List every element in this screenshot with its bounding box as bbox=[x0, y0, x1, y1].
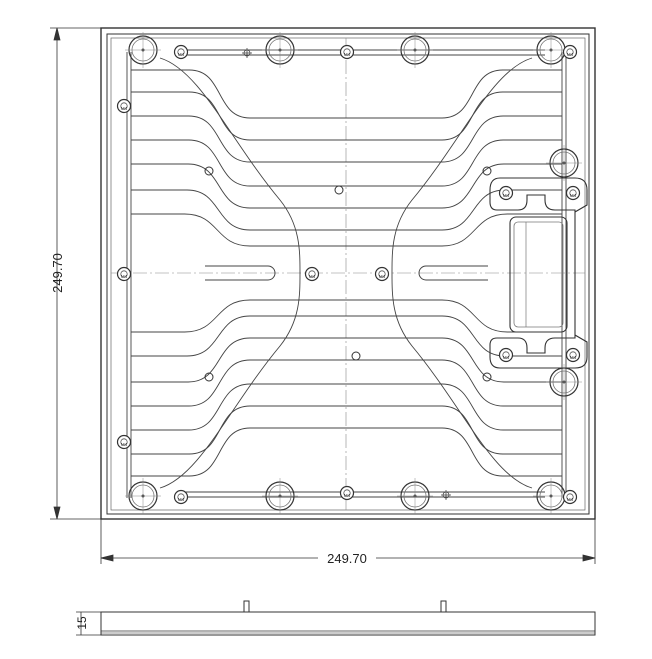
boss-bottom-left bbox=[124, 477, 162, 515]
hole-label: M4 bbox=[503, 355, 510, 360]
width-label-bg bbox=[318, 549, 376, 564]
hole-label: M4 bbox=[178, 497, 185, 502]
rib bbox=[131, 315, 562, 357]
boss-bottom-3 bbox=[396, 477, 434, 515]
hole-label: M4 bbox=[344, 493, 351, 498]
rib-pattern bbox=[131, 57, 562, 489]
boss-bottom-2 bbox=[261, 477, 299, 515]
panel-inner-frame bbox=[106, 33, 590, 515]
crosshair-marks bbox=[242, 48, 451, 500]
hole-label: M4 bbox=[567, 52, 574, 57]
rib bbox=[131, 69, 562, 119]
pin-hole-4 bbox=[351, 351, 361, 361]
boss-top-3 bbox=[396, 31, 434, 69]
hole-label: M4 bbox=[309, 274, 316, 279]
hole-label: M4 bbox=[344, 52, 351, 57]
rib bbox=[131, 359, 562, 407]
boss-top-2 bbox=[261, 31, 299, 69]
connector-port-inner bbox=[513, 221, 564, 328]
connector-port bbox=[509, 216, 568, 333]
rib bbox=[131, 139, 562, 187]
rib-boundary bbox=[391, 57, 533, 489]
hole-label: M4 bbox=[567, 497, 574, 502]
thickness-dimension-label: 15 bbox=[75, 616, 89, 630]
pin-hole-1 bbox=[204, 166, 214, 176]
center-lines bbox=[111, 38, 585, 510]
left-slot bbox=[205, 265, 276, 281]
rib bbox=[131, 91, 562, 141]
panel-outline bbox=[100, 27, 596, 520]
rib bbox=[131, 163, 562, 209]
hole-label: M4 bbox=[121, 442, 128, 447]
boss-right-upper bbox=[545, 144, 583, 182]
height-dimension-label: 249.70 bbox=[50, 253, 65, 293]
rib bbox=[131, 383, 562, 431]
hole-label: M4 bbox=[379, 274, 386, 279]
rib bbox=[131, 115, 562, 163]
rib bbox=[131, 405, 562, 455]
boss-top-left bbox=[124, 31, 162, 69]
boss-right-lower bbox=[545, 363, 583, 401]
hole-label: M4 bbox=[178, 52, 185, 57]
hole-label: M4 bbox=[121, 106, 128, 111]
dimension-thickness bbox=[76, 611, 101, 636]
hole-label: M4 bbox=[570, 355, 577, 360]
width-dimension-label: 249.70 bbox=[327, 551, 367, 566]
rib bbox=[131, 189, 562, 231]
rib bbox=[131, 213, 562, 247]
side-view bbox=[100, 600, 596, 636]
panel-rim bbox=[110, 37, 586, 511]
side-rails bbox=[126, 49, 567, 498]
dimension-height bbox=[50, 27, 101, 520]
hole-label: M4 bbox=[503, 193, 510, 198]
rib bbox=[131, 299, 562, 333]
connector-housing bbox=[489, 177, 588, 369]
hole-label: M4 bbox=[121, 274, 128, 279]
rib bbox=[131, 427, 562, 477]
hole-label: M4 bbox=[570, 193, 577, 198]
rib-boundary bbox=[159, 57, 301, 489]
right-slot bbox=[418, 265, 488, 281]
pin-hole-3 bbox=[334, 185, 344, 195]
